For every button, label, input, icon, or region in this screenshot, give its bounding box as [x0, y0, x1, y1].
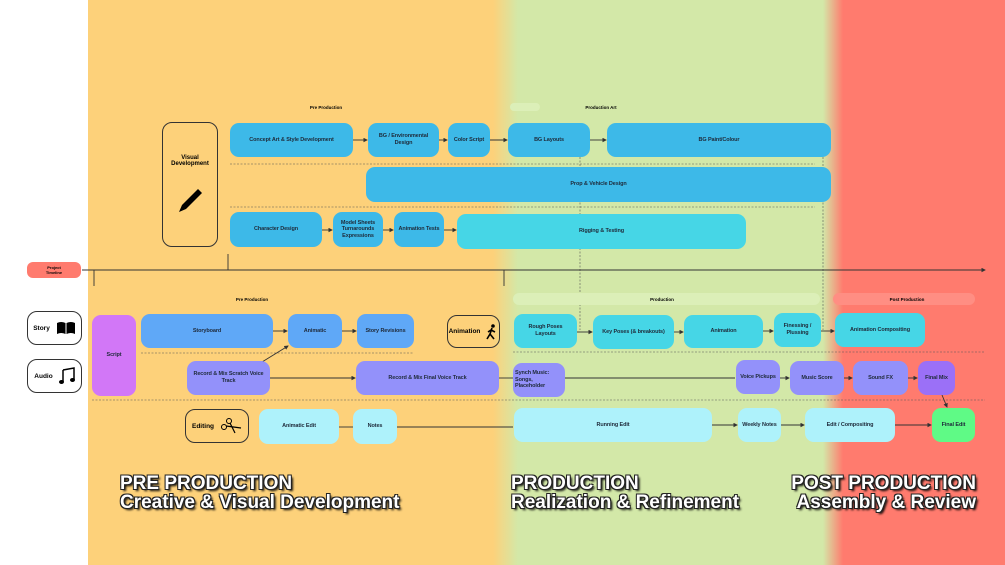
category-label: Editing — [191, 422, 215, 430]
category-label: Audio — [34, 372, 53, 380]
box-weekly-notes[interactable]: Weekly Notes — [738, 408, 781, 442]
section-label-post: Post Production — [889, 297, 925, 302]
box-rigging[interactable]: Rigging & Testing — [457, 214, 746, 249]
category-story: Story — [27, 311, 82, 345]
walking-person-icon — [486, 323, 496, 339]
box-final-edit[interactable]: Final Edit — [932, 408, 975, 442]
box-rough-poses[interactable]: Rough Poses Layouts — [514, 314, 577, 348]
phase-title-pre-production: PRE PRODUCTION Creative & Visual Develop… — [120, 473, 400, 513]
category-editing: Editing — [185, 409, 249, 443]
box-animatic-edit[interactable]: Animatic Edit — [259, 409, 339, 444]
phase-title-post-production: POST PRODUCTION Assembly & Review — [791, 473, 976, 513]
box-final-mix[interactable]: Final Mix — [918, 361, 955, 395]
box-finessing[interactable]: Finessing / Plussing — [774, 313, 821, 347]
project-timeline-label: Project Timeline — [27, 262, 81, 278]
category-label: Story — [33, 324, 50, 332]
box-notes[interactable]: Notes — [353, 409, 397, 444]
section-label-production-art: Production Art — [585, 105, 617, 110]
box-edit-compositing[interactable]: Edit / Compositing — [805, 408, 895, 442]
box-script[interactable]: Script — [92, 315, 136, 396]
category-animation: Animation — [447, 315, 500, 348]
category-visual-development: Visual Development — [162, 122, 218, 247]
scissors-icon — [221, 418, 242, 434]
box-concept-art[interactable]: Concept Art & Style Development — [230, 123, 353, 157]
box-synch-music[interactable]: Synch Music: Songs, Placeholder — [513, 363, 565, 397]
production-art-pill — [510, 103, 540, 111]
pencil-icon — [179, 188, 202, 212]
box-running-edit[interactable]: Running Edit — [514, 408, 712, 442]
section-label-pre: Pre Production — [309, 105, 343, 110]
category-label: Animation — [448, 328, 481, 335]
box-animation-tests[interactable]: Animation Tests — [394, 212, 444, 247]
box-bg-environmental[interactable]: BG / Environmental Design — [368, 123, 439, 157]
category-audio: Audio — [27, 359, 82, 393]
box-prop-vehicle[interactable]: Prop & Vehicle Design — [366, 167, 831, 202]
box-sound-fx[interactable]: Sound FX — [853, 361, 908, 395]
box-voice-pickups[interactable]: Voice Pickups — [736, 360, 780, 394]
book-icon — [56, 322, 75, 334]
box-bg-paint[interactable]: BG Paint/Colour — [607, 123, 831, 157]
box-bg-layouts[interactable]: BG Layouts — [508, 123, 590, 157]
box-animatic[interactable]: Animatic — [288, 314, 342, 348]
box-storyboard[interactable]: Storyboard — [141, 314, 273, 348]
box-color-script[interactable]: Color Script — [448, 123, 490, 157]
section-label-production: Production — [650, 297, 674, 302]
box-model-sheets[interactable]: Model Sheets Turnarounds Expressions — [333, 212, 383, 247]
box-character-design[interactable]: Character Design — [230, 212, 322, 247]
category-label: Visual Development — [171, 154, 209, 167]
box-final-voice[interactable]: Record & Mix Final Voice Track — [356, 361, 499, 395]
box-music-score[interactable]: Music Score — [790, 361, 844, 395]
box-animation-compositing[interactable]: Animation Compositing — [835, 313, 925, 347]
production-pill — [513, 293, 820, 305]
phase-background — [88, 0, 1005, 565]
box-story-revisions[interactable]: Story Revisions — [357, 314, 414, 348]
box-animation[interactable]: Animation — [684, 315, 763, 348]
phase-title-production: PRODUCTION Realization & Refinement — [511, 473, 740, 513]
post-production-pill — [833, 293, 975, 305]
music-note-icon — [58, 367, 75, 384]
box-key-poses[interactable]: Key Poses (& breakouts) — [593, 315, 674, 349]
box-scratch-voice[interactable]: Record & Mix Scratch Voice Track — [187, 361, 270, 395]
section-label-pre-bottom: Pre Production — [235, 297, 269, 302]
